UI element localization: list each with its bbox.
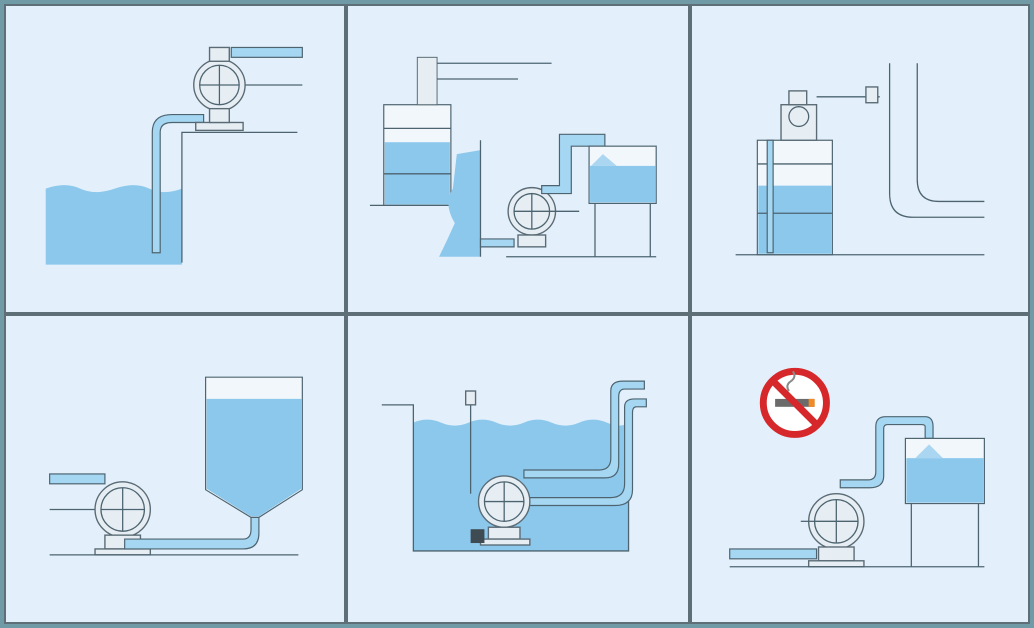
strainer-icon: [470, 529, 485, 544]
panel-no-smoking: [690, 314, 1030, 624]
valve-icon: [865, 86, 879, 104]
discharge-pipe-2: [523, 398, 647, 507]
drum-pump-icon: [416, 56, 438, 106]
suction-pipe: [479, 238, 515, 248]
hopper-liquid: [206, 398, 302, 517]
inlet-pipe: [729, 548, 818, 560]
diaphragm-pump-icon: [193, 46, 246, 132]
discharge-pipe: [230, 46, 303, 58]
panel-suction-lift: [4, 4, 346, 314]
hopper-transfer-diagram: [49, 376, 303, 556]
panel-hopper-transfer: [4, 314, 346, 624]
pit-water: [45, 185, 182, 265]
suction-tube: [766, 139, 774, 254]
diaphragm-pump-icon: [780, 90, 818, 141]
diaphragm-pump-icon: [94, 481, 152, 556]
discharge-pipe-1: [523, 380, 645, 479]
panel-submerged: [346, 314, 690, 624]
air-inlet-icon: [464, 390, 477, 406]
panel-drum-transfer: [346, 4, 690, 314]
submerged-pump-diagram: [381, 380, 647, 552]
inlet-pipe: [49, 473, 106, 485]
diaphragm-pump-icon: [507, 186, 557, 248]
no-smoking-diagram: [729, 367, 985, 568]
no-smoking-sign-icon: [759, 367, 830, 438]
diaphragm-pump-icon: [477, 475, 531, 546]
drum-transfer-diagram: [369, 56, 657, 258]
pit-water: [439, 150, 481, 257]
ground-edge: [181, 131, 298, 263]
panel-drum-mounted: [690, 4, 1030, 314]
suction-lift-diagram: [45, 46, 303, 265]
drum-mounted-diagram: [735, 63, 985, 256]
